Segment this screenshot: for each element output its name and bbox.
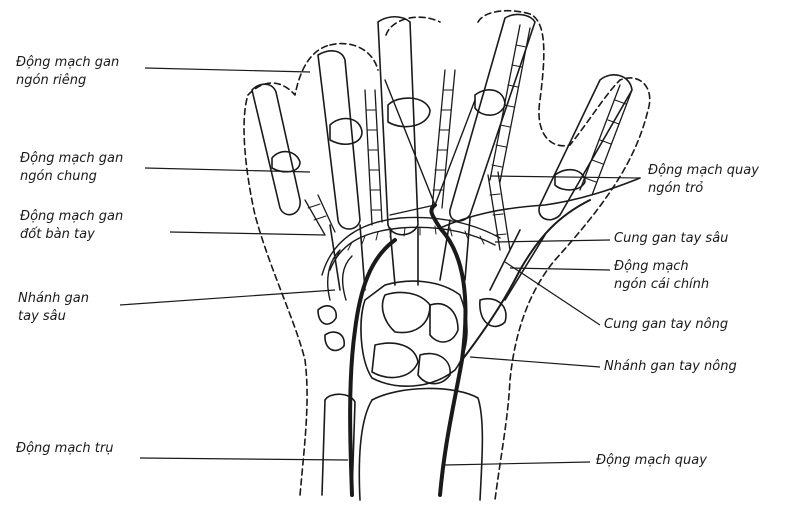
label-nhanh-gan-tay-sau: Nhánh gan tay sâu [18, 291, 89, 324]
leader-dm-quay-ngon-tro [489, 175, 641, 179]
thumb-bones [538, 74, 633, 221]
leader-dm-gan-ngon-chung [144, 167, 311, 173]
middle-finger-bones [377, 15, 419, 236]
leader-nhanh-gan-tay-nong [469, 356, 601, 368]
label-dm-quay-ngon-tro: Động mạch quay ngón trỏ [648, 163, 759, 196]
leader-cung-gan-tay-sau [494, 239, 611, 243]
index-finger-bones [449, 13, 536, 222]
skin-outline [243, 9, 651, 501]
label-nhanh-gan-tay-nong: Nhánh gan tay nông [604, 359, 737, 374]
carpal-bones [360, 280, 468, 387]
ulna [324, 393, 356, 496]
label-dm-gan-ngon-chung: Động mạch gan ngón chung [20, 151, 124, 184]
radius [371, 387, 484, 501]
leader-dm-gan-ngon-rieng [144, 67, 311, 73]
label-dm-ngon-cai-chinh: Động mạch ngón cái chính [614, 259, 710, 292]
radial-artery [429, 203, 468, 497]
label-cung-gan-tay-sau: Cung gan tay sâu [614, 231, 729, 246]
superficial-palmar-arch [327, 249, 341, 301]
label-dm-quay: Động mạch quay [596, 453, 707, 468]
leader-dm-gan-dot-ban-tay [169, 231, 326, 236]
little-finger-bones [251, 83, 301, 216]
deep-palmar-arch [329, 226, 496, 271]
leader-dm-tru [139, 457, 349, 461]
leader-dm-ngon-cai-chinh [509, 267, 611, 271]
leader-dm-quay [444, 461, 591, 466]
label-dm-gan-ngon-rieng: Động mạch gan ngón riêng [16, 55, 120, 88]
label-cung-gan-tay-nong: Cung gan tay nông [604, 317, 729, 332]
ulnar-artery [348, 238, 397, 497]
leader-nhanh-gan-tay-sau [119, 289, 336, 306]
label-dm-tru: Động mạch trụ [16, 441, 114, 456]
ring-finger-bones [317, 50, 361, 230]
leader-cung-gan-tay-nong [504, 261, 601, 326]
label-dm-gan-dot-ban-tay: Động mạch gan đốt bàn tay [20, 209, 124, 242]
